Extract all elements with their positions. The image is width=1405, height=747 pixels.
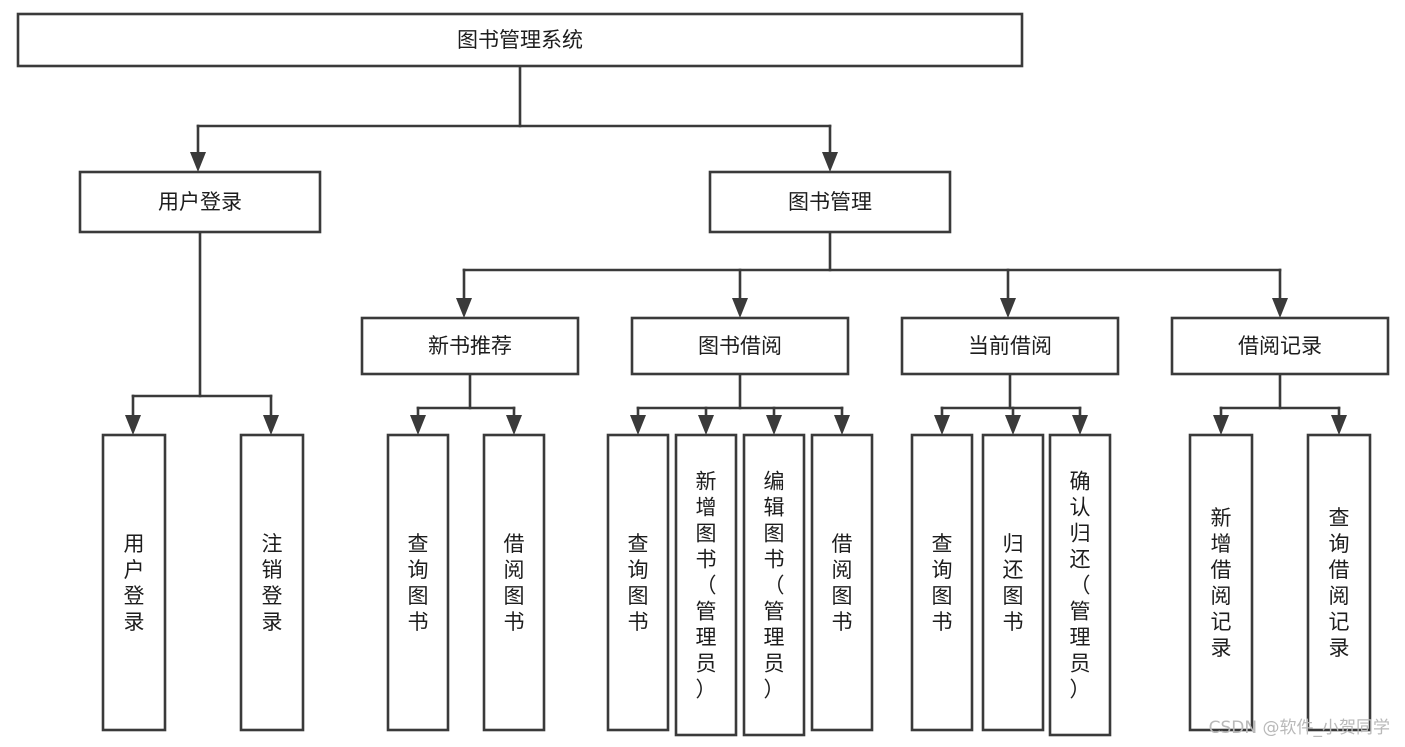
node-label: 图书管理: [788, 190, 872, 214]
arrow-head-icon: [934, 415, 950, 435]
node-box[interactable]: [981, 433, 1045, 732]
node-level1[interactable]: 用户登录: [78, 170, 322, 234]
node-box[interactable]: [239, 433, 305, 732]
node-label: 用户登录: [158, 190, 242, 214]
arrow-head-icon: [732, 298, 748, 318]
arrow-head-icon: [263, 415, 279, 435]
node-box[interactable]: [78, 170, 322, 234]
arrow-head-icon: [766, 415, 782, 435]
arrow-head-icon: [506, 415, 522, 435]
node-box[interactable]: [1306, 433, 1372, 732]
arrow-head-icon: [698, 415, 714, 435]
node-box[interactable]: [482, 433, 546, 732]
node-leaf[interactable]: 借阅图书: [810, 433, 874, 732]
connector-layer: [125, 64, 1347, 435]
node-box[interactable]: [386, 433, 450, 732]
node-root[interactable]: 图书管理系统: [16, 12, 1024, 68]
node-level2[interactable]: 新书推荐: [360, 316, 580, 376]
node-leaf[interactable]: 编辑图书（管理员）: [742, 433, 806, 737]
arrow-head-icon: [456, 298, 472, 318]
node-leaf[interactable]: 注销登录: [239, 433, 305, 732]
arrow-head-icon: [1005, 415, 1021, 435]
node-box[interactable]: [630, 316, 850, 376]
node-label: 借阅图书: [504, 532, 525, 634]
node-level1[interactable]: 图书管理: [708, 170, 952, 234]
node-box[interactable]: [742, 433, 806, 737]
node-leaf[interactable]: 查询图书: [606, 433, 670, 732]
node-leaf[interactable]: 用户登录: [101, 433, 167, 732]
node-leaf[interactable]: 新增图书（管理员）: [674, 433, 738, 737]
node-label: 新增图书（管理员）: [696, 469, 717, 701]
node-box[interactable]: [900, 316, 1120, 376]
node-leaf[interactable]: 查询图书: [386, 433, 450, 732]
node-label: 查询图书: [408, 532, 429, 634]
node-layer: 图书管理系统用户登录图书管理新书推荐图书借阅当前借阅借阅记录用户登录注销登录查询…: [16, 12, 1390, 737]
arrow-head-icon: [1213, 415, 1229, 435]
csdn-watermark: CSDN @软件_小贺同学: [1209, 718, 1390, 738]
node-label: 当前借阅: [968, 334, 1052, 358]
arrow-head-icon: [125, 415, 141, 435]
node-box[interactable]: [910, 433, 974, 732]
node-box[interactable]: [16, 12, 1024, 68]
node-leaf[interactable]: 查询借阅记录: [1306, 433, 1372, 732]
node-leaf[interactable]: 查询图书: [910, 433, 974, 732]
arrow-head-icon: [1072, 415, 1088, 435]
node-label: 借阅记录: [1238, 334, 1322, 358]
arrow-head-icon: [410, 415, 426, 435]
node-leaf[interactable]: 借阅图书: [482, 433, 546, 732]
arrow-head-icon: [630, 415, 646, 435]
arrow-head-icon: [1272, 298, 1288, 318]
node-level2[interactable]: 当前借阅: [900, 316, 1120, 376]
arrow-head-icon: [1331, 415, 1347, 435]
node-box[interactable]: [810, 433, 874, 732]
arrow-head-icon: [1000, 298, 1016, 318]
node-leaf[interactable]: 新增借阅记录: [1188, 433, 1254, 732]
node-label: 用户登录: [124, 532, 145, 634]
node-label: 图书借阅: [698, 334, 782, 358]
arrow-head-icon: [834, 415, 850, 435]
node-label: 编辑图书（管理员）: [764, 469, 785, 701]
node-label: 注销登录: [262, 532, 283, 634]
node-label: 借阅图书: [832, 532, 853, 634]
node-label: 查询借阅记录: [1329, 506, 1350, 660]
node-box[interactable]: [1188, 433, 1254, 732]
node-box[interactable]: [606, 433, 670, 732]
node-box[interactable]: [101, 433, 167, 732]
node-leaf[interactable]: 确认归还（管理员）: [1048, 433, 1112, 737]
arrow-head-icon: [822, 152, 838, 172]
node-box[interactable]: [1048, 433, 1112, 737]
node-label: 查询图书: [628, 532, 649, 634]
node-box[interactable]: [674, 433, 738, 737]
node-label: 确认归还（管理员）: [1070, 469, 1091, 701]
node-label: 新书推荐: [428, 334, 512, 358]
node-label: 新增借阅记录: [1211, 506, 1232, 660]
node-box[interactable]: [360, 316, 580, 376]
node-label: 查询图书: [932, 532, 953, 634]
node-box[interactable]: [1170, 316, 1390, 376]
node-label: 归还图书: [1003, 532, 1024, 634]
node-level2[interactable]: 借阅记录: [1170, 316, 1390, 376]
arrow-head-icon: [190, 152, 206, 172]
node-box[interactable]: [708, 170, 952, 234]
node-leaf[interactable]: 归还图书: [981, 433, 1045, 732]
node-level2[interactable]: 图书借阅: [630, 316, 850, 376]
node-label: 图书管理系统: [457, 28, 583, 52]
